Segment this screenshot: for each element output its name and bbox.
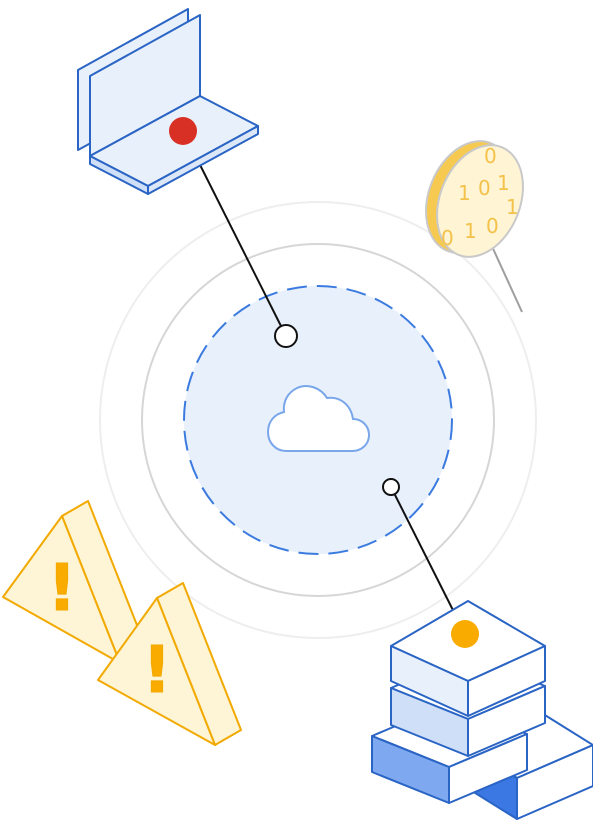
coin-digit: 0 (484, 144, 497, 168)
server-link-node (382, 478, 400, 496)
laptop-status-dot (169, 117, 197, 145)
coin-digit: 1 (458, 181, 471, 205)
server-status-dot (451, 620, 479, 648)
warning-mark: ! (142, 634, 171, 708)
coin-digit: 1 (497, 171, 510, 195)
middle-ring (141, 243, 495, 597)
cloud-link-node (274, 324, 298, 348)
warning-icon (97, 582, 242, 746)
binary-coin-icon: 0 1 0 1 0 1 0 1 (425, 140, 524, 258)
coin-digit: 0 (441, 226, 454, 250)
warning-mark: ! (47, 552, 76, 626)
server-stack-icon (371, 600, 593, 820)
coin-digit: 1 (464, 219, 477, 243)
coin-digit: 1 (506, 195, 519, 219)
coin-digit: 0 (486, 214, 499, 238)
laptop-icon (77, 8, 259, 195)
cloud-icon (266, 385, 371, 452)
coin-digit: 0 (478, 176, 491, 200)
coin-link (489, 241, 523, 313)
outer-ring (99, 201, 537, 639)
